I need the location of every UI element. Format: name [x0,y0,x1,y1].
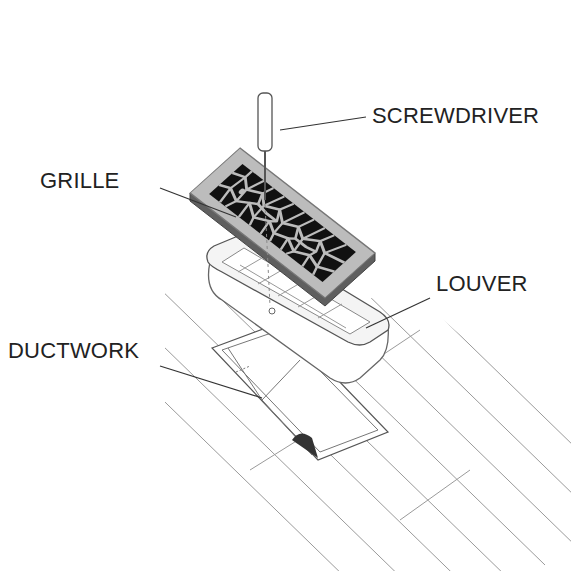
part-label: SCREWDRIVER [372,103,539,129]
part-label: LOUVER [436,271,528,297]
screwdriver [258,93,272,306]
part-label: DUCTWORK [8,338,139,364]
part-label: GRILLE [40,168,119,194]
leader-lines [160,117,430,398]
grille [190,148,375,306]
